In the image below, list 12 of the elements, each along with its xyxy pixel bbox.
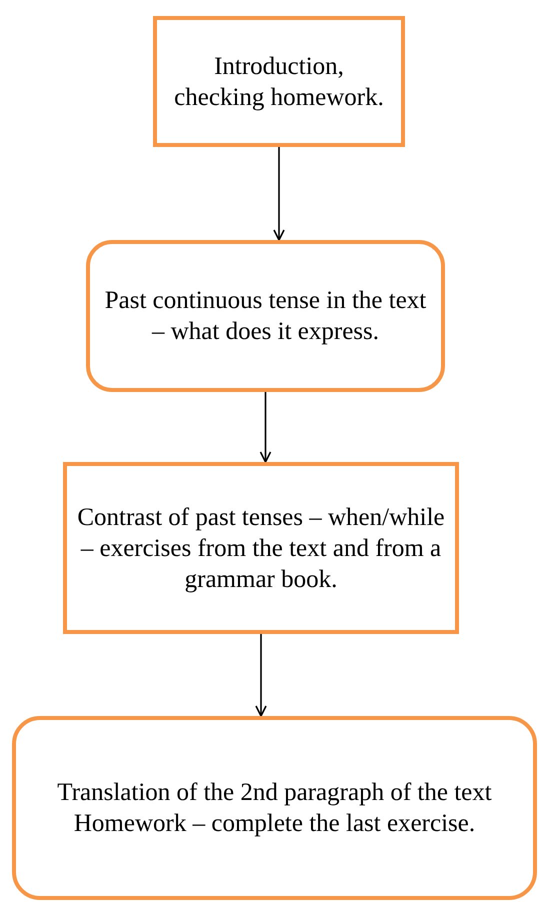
arrow	[273, 147, 285, 241]
process-box	[63, 462, 459, 634]
process-box	[153, 16, 405, 147]
step-text: Homework – complete the last exercise.	[74, 809, 476, 839]
step-text: Translation of the 2nd paragraph of the text	[57, 778, 492, 808]
arrow	[255, 634, 267, 717]
rounded-process-box	[86, 240, 445, 392]
step-text: Introduction, checking homework.	[173, 52, 385, 112]
rounded-process-box	[12, 716, 537, 900]
step-text: Contrast of past tenses – when/while – exercises from the text and from a grammar book.	[77, 502, 445, 594]
arrow	[260, 392, 272, 463]
step-text: Past continuous tense in the text – what does it express.	[104, 286, 428, 347]
